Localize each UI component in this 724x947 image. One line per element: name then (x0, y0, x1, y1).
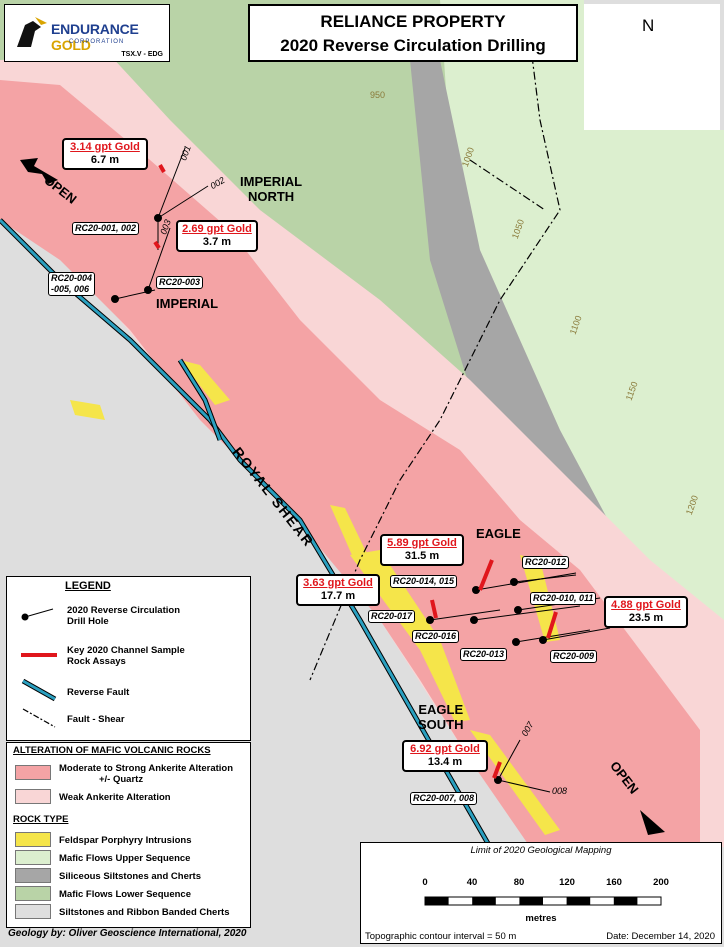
title-line-1: RELIANCE PROPERTY (320, 12, 506, 31)
swatch-weak-alteration (15, 789, 51, 804)
map-title: RELIANCE PROPERTY 2020 Reverse Circulati… (248, 4, 578, 62)
label-lower-mafic: Mafic Flows Lower Sequence (59, 889, 191, 900)
label-porphyry: Feldspar Porphyry Intrusions (59, 835, 192, 846)
alteration-header: ALTERATION OF MAFIC VOLCANIC ROCKS (13, 745, 211, 756)
drill-hole-symbol-icon (21, 608, 54, 621)
hole-label: RC20-001, 002 (72, 222, 140, 235)
company-logo: ENDURANCE GOLD CORPORATION TSX.V - EDG (4, 4, 170, 62)
ticker: TSX.V - EDG (121, 51, 163, 58)
scale-tick: 40 (466, 877, 478, 888)
hole-label: RC20-003 (156, 276, 204, 289)
porphyry-dike (70, 400, 105, 420)
open-arrow-se (640, 810, 665, 835)
reverse-fault-icon (21, 678, 57, 702)
swatch-siliceous (15, 868, 51, 883)
hole-label: RC20-016 (412, 630, 460, 643)
label-siliceous: Siliceous Siltstones and Cherts (59, 871, 202, 882)
rock-type-header: ROCK TYPE (13, 814, 69, 825)
label-strong-alteration: Moderate to Strong Ankerite Alteration+/… (59, 763, 234, 785)
hole-label: RC20-007, 008 (410, 792, 478, 805)
swatch-lower-mafic (15, 886, 51, 901)
trace-label: 008 (552, 786, 568, 796)
hole-label: RC20-010, 011 (530, 592, 597, 605)
scale-tick: 120 (559, 877, 575, 888)
hole-label: RC20-017 (368, 610, 416, 623)
area-eagle: EAGLE (476, 526, 521, 541)
porphyry-dike (470, 730, 560, 835)
rock-legend: ALTERATION OF MAFIC VOLCANIC ROCKS Moder… (6, 742, 251, 928)
logo-brand: ENDURANCE GOLD (51, 21, 139, 53)
logo-corp: CORPORATION (69, 39, 125, 45)
swatch-porphyry (15, 832, 51, 847)
mapping-limit-label: Limit of 2020 Geological Mapping (470, 845, 612, 856)
scale-tick: 0 (422, 877, 428, 888)
scale-unit: metres (525, 913, 557, 924)
area-imperial: IMPERIAL (156, 296, 219, 311)
open-arrow-nw (20, 158, 58, 184)
map-date: Date: December 14, 2020 (606, 931, 715, 942)
scale-tick: 80 (513, 877, 525, 888)
north-arrow: N (584, 4, 720, 130)
strong-alteration-zone (0, 80, 700, 847)
fault-shear (469, 159, 546, 211)
north-label: N (642, 16, 655, 35)
porphyry-dike (330, 505, 370, 562)
swatch-upper-mafic (15, 850, 51, 865)
fault-shear-icon (22, 708, 56, 728)
scale-tick: 200 (653, 877, 669, 888)
geology-credit: Geology by: Oliver Geoscience Internatio… (8, 928, 247, 939)
scale-bar (424, 896, 662, 906)
scale-panel: Limit of 2020 Geological Mapping 0 40 80… (360, 842, 722, 944)
scale-tick: 160 (606, 877, 622, 888)
hole-label: RC20-014, 015 (390, 575, 458, 588)
label-upper-mafic: Mafic Flows Upper Sequence (59, 853, 191, 864)
swatch-strong-alteration (15, 765, 51, 780)
hole-label: RC20-013 (460, 648, 508, 661)
label-weak-alteration: Weak Ankerite Alteration (59, 792, 171, 803)
reverse-fault (178, 359, 222, 441)
legend-fault-shear: Fault - Shear (67, 714, 125, 725)
assay-intervals (153, 164, 558, 779)
swatch-ribbon-chert (15, 904, 51, 919)
hole-label: RC20-004-005, 006 (48, 272, 96, 296)
porphyry-dike (350, 550, 470, 722)
hole-label: RC20-012 (522, 556, 570, 569)
contour-label: 950 (370, 90, 386, 100)
logo-miner-icon (17, 17, 47, 47)
fault-shear (309, 39, 561, 681)
upper-mafic-unit (440, 0, 724, 700)
contour-interval: Topographic contour interval = 50 m (365, 931, 517, 942)
label-ribbon-chert: Siltstones and Ribbon Banded Cherts (59, 907, 230, 918)
legend-reverse-fault: Reverse Fault (67, 687, 130, 698)
porphyry-dike (180, 360, 230, 405)
reverse-fault (0, 218, 492, 848)
legend-title: LEGEND (65, 580, 111, 592)
hole-label: RC20-009 (550, 650, 598, 663)
channel-sample-icon (21, 653, 57, 657)
title-line-2: 2020 Reverse Circulation Drilling (280, 36, 546, 55)
